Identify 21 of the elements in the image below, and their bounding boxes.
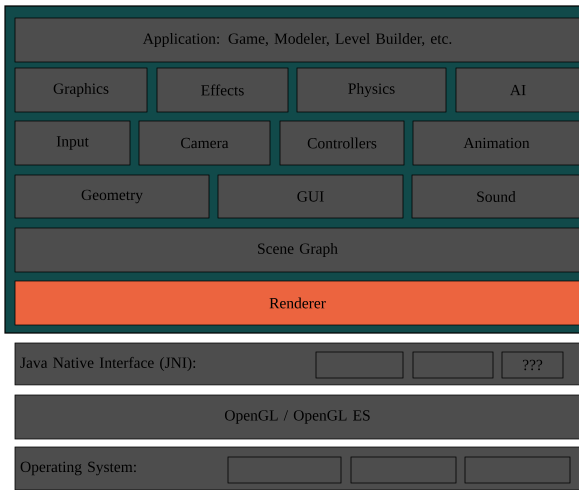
os-box bbox=[350, 456, 456, 484]
layer-box: OpenGL / OpenGL ES bbox=[14, 394, 579, 440]
module-box: Camera bbox=[138, 120, 270, 166]
library-box bbox=[412, 352, 494, 378]
module-box: Input bbox=[14, 120, 130, 166]
layer-box: Scene Graph bbox=[14, 228, 579, 272]
module-box: Graphics bbox=[14, 68, 148, 112]
module-box: Controllers bbox=[280, 120, 404, 166]
renderer-box: Renderer bbox=[14, 280, 579, 326]
module-box: Physics bbox=[296, 68, 446, 112]
module-box: AI bbox=[456, 68, 579, 112]
module-box: Animation bbox=[412, 120, 579, 166]
os-box bbox=[228, 456, 342, 484]
library-box bbox=[316, 352, 404, 378]
os-box bbox=[464, 456, 570, 484]
module-box: GUI bbox=[218, 174, 404, 218]
module-box: Sound bbox=[412, 174, 579, 218]
module-box: Geometry bbox=[14, 174, 210, 218]
library-box: ??? bbox=[502, 352, 564, 378]
layer-box: Application: Game, Modeler, Level Builder, etc. bbox=[14, 18, 579, 62]
module-box: Effects bbox=[156, 68, 288, 112]
